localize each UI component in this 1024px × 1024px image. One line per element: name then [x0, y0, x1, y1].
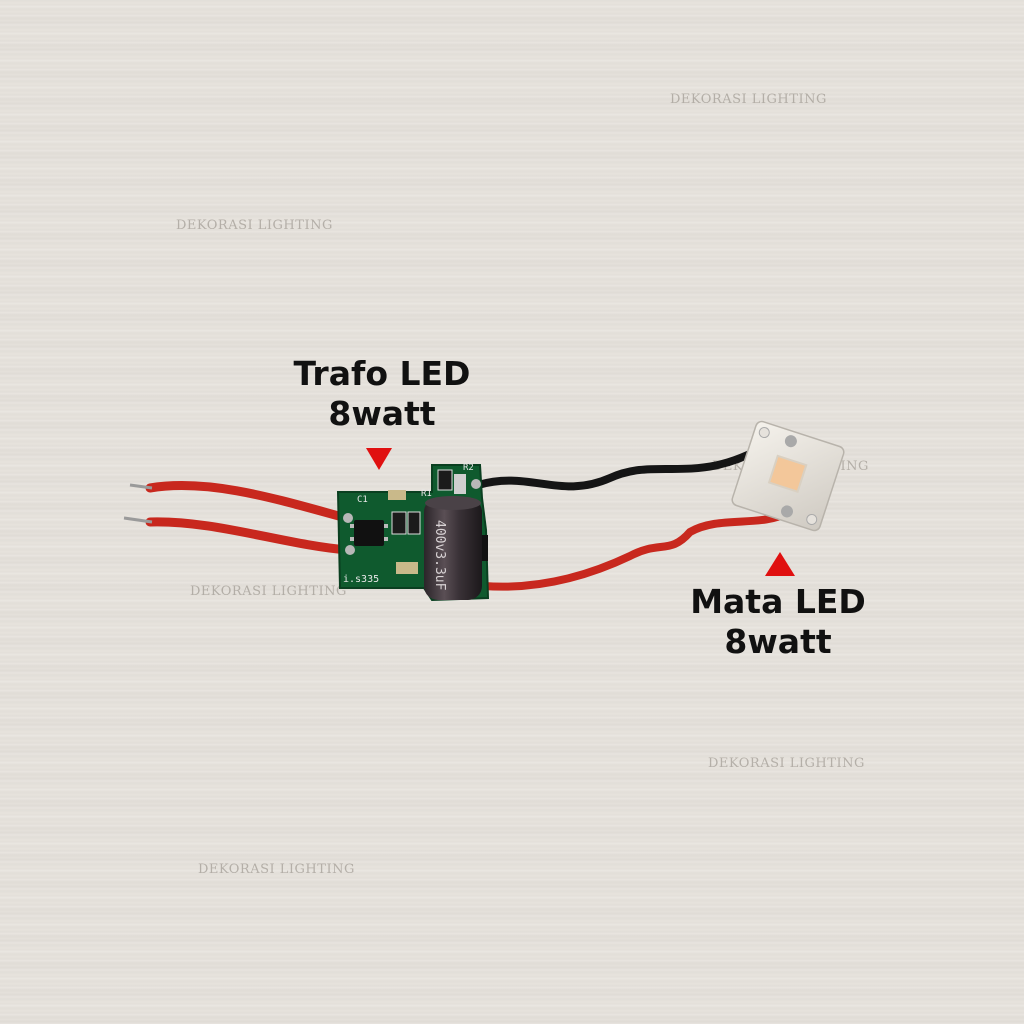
input-wires — [123, 481, 353, 555]
led-arrow-icon — [765, 552, 795, 576]
led-label-line1: Mata LED — [690, 582, 866, 621]
pcb-label-r1: R1 — [421, 489, 432, 499]
watermark: DEKORASI LIGHTING — [198, 862, 355, 877]
watermark: DEKORASI LIGHTING — [190, 584, 347, 599]
pcb-label-r2: R2 — [463, 463, 474, 473]
black-wire — [474, 434, 782, 491]
driver-arrow-icon — [366, 448, 392, 470]
red-wire-output — [480, 508, 794, 591]
watermark: DEKORASI LIGHTING — [670, 92, 827, 107]
driver-label-line1: Trafo LED — [293, 354, 471, 393]
led-label: Mata LED 8watt — [668, 582, 888, 662]
pcb-part-code: i.s335 — [343, 574, 379, 585]
watermark: DEKORASI LIGHTING — [708, 756, 865, 771]
driver-label-line2: 8watt — [328, 394, 436, 433]
driver-label: Trafo LED 8watt — [272, 354, 492, 434]
led-label-line2: 8watt — [724, 622, 832, 661]
capacitor-rating: 400v3.3uF — [432, 520, 447, 591]
pcb-label-c1: C1 — [357, 495, 368, 505]
watermark: DEKORASI LIGHTING — [176, 218, 333, 233]
electrolytic-capacitor: 400v3.3uF — [424, 496, 482, 600]
led-chip-board — [731, 420, 845, 532]
